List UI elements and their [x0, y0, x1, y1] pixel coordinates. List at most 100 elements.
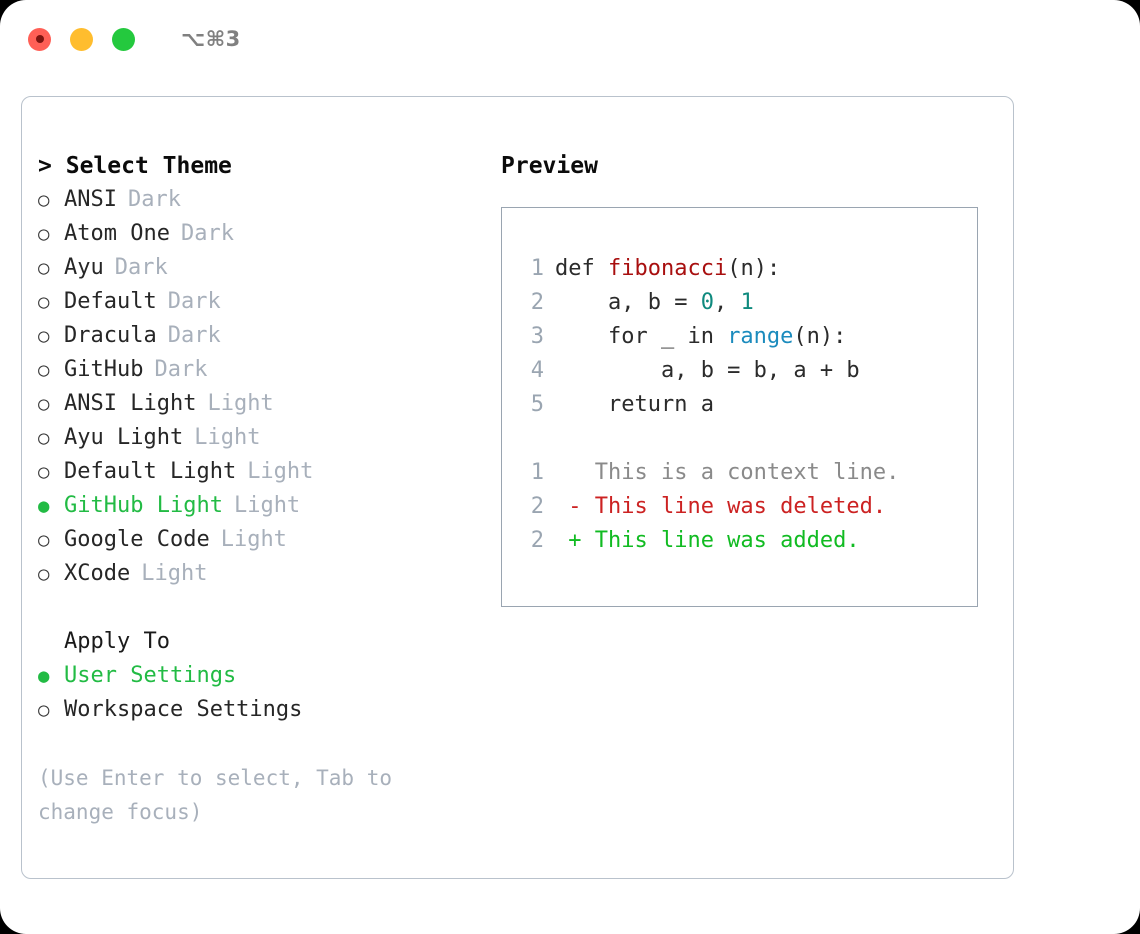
code-line-number: 5 [530, 392, 544, 417]
radio-unselected-icon: ○ [38, 257, 50, 279]
code-token: 1 [740, 290, 754, 315]
theme-option-label: GitHub Light [64, 493, 223, 518]
focus-caret-icon: > [38, 153, 52, 179]
theme-option[interactable]: ○ Default Light Light [38, 455, 478, 489]
theme-option-label: GitHub [64, 357, 144, 382]
select-theme-text: Select Theme [65, 153, 232, 179]
theme-option-label: ANSI Light [64, 391, 197, 416]
diff-line: 2 - This line was deleted. [518, 490, 977, 524]
theme-option[interactable]: ○ XCode Light [38, 557, 478, 591]
code-token: fibonacci [607, 256, 728, 281]
diff-sample: 1 This is a context line.2 - This line w… [518, 456, 977, 558]
radio-unselected-icon: ○ [38, 563, 50, 585]
diff-line-number: 2 [530, 494, 544, 519]
diff-line-text: + This line was added. [555, 528, 860, 553]
diff-line-number: 1 [530, 460, 544, 485]
theme-option[interactable]: ○ Default Dark [38, 285, 478, 319]
title-bar: ⌥⌘3 [0, 0, 1140, 78]
theme-option-label: Default Light [64, 459, 237, 484]
theme-option[interactable]: ○ Ayu Dark [38, 251, 478, 285]
theme-option-variant-tag: Dark [167, 289, 221, 314]
radio-unselected-icon: ○ [38, 393, 50, 415]
minimize-button[interactable] [70, 27, 93, 51]
theme-option-label: Ayu Light [64, 425, 184, 450]
theme-option-variant-tag: Dark [127, 187, 181, 212]
code-token: return a [555, 392, 714, 417]
code-line: 3 for _ in range(n): [518, 320, 977, 354]
theme-option-label: XCode [64, 561, 131, 586]
theme-option-variant-tag: Light [141, 561, 208, 586]
select-theme-header: > Select Theme [38, 149, 478, 183]
radio-selected-icon: ● [38, 495, 50, 517]
theme-option-variant-tag: Dark [154, 357, 208, 382]
traffic-lights [28, 27, 135, 51]
code-line-number: 4 [530, 358, 544, 383]
code-diff-separator [518, 422, 977, 456]
radio-unselected-icon: ○ [38, 223, 50, 245]
code-token: (n): [793, 324, 847, 349]
theme-option-label: Atom One [64, 221, 170, 246]
theme-option-variant-tag: Light [233, 493, 301, 518]
theme-option-label: Ayu [64, 255, 104, 280]
code-token: , [713, 290, 741, 315]
code-line: 5 return a [518, 388, 977, 422]
theme-option-variant-tag: Light [194, 425, 261, 450]
theme-option[interactable]: ○ Ayu Light Light [38, 421, 478, 455]
code-token: 0 [700, 290, 714, 315]
code-token: range [727, 324, 794, 349]
theme-option[interactable]: ● GitHub Light Light [38, 489, 478, 523]
code-token: a, b = [555, 290, 701, 315]
section-spacer [38, 591, 478, 625]
maximize-button[interactable] [112, 27, 135, 51]
apply-to-list: ● User Settings ○ Workspace Settings [38, 659, 478, 727]
keyboard-hint: (Use Enter to select, Tab to change focu… [38, 766, 405, 824]
radio-unselected-icon: ○ [38, 291, 50, 313]
diff-line-number: 2 [530, 528, 544, 553]
theme-option-variant-tag: Light [207, 391, 274, 416]
apply-to-label: Apply To [64, 629, 170, 654]
apply-to-option-label: User Settings [64, 663, 237, 688]
code-line: 4 a, b = b, a + b [518, 354, 977, 388]
code-token: for _ in [555, 324, 728, 349]
radio-unselected-icon: ○ [38, 529, 50, 551]
diff-line: 2 + This line was added. [518, 524, 977, 558]
code-line: 2 a, b = 0, 1 [518, 286, 977, 320]
apply-to-option[interactable]: ○ Workspace Settings [38, 693, 478, 727]
theme-option-label: Default [64, 289, 157, 314]
code-token: a, b = b, a + b [555, 358, 860, 383]
radio-unselected-icon: ○ [38, 699, 50, 721]
code-token: (n): [727, 256, 781, 281]
apply-to-option-label: Workspace Settings [64, 697, 303, 722]
diff-line-text: - This line was deleted. [555, 494, 887, 519]
diff-line: 1 This is a context line. [518, 456, 977, 490]
radio-unselected-icon: ○ [38, 427, 50, 449]
theme-option[interactable]: ○ ANSI Light Light [38, 387, 478, 421]
radio-unselected-icon: ○ [38, 461, 50, 483]
apply-to-header: ○Apply To [38, 625, 478, 659]
select-theme-title [52, 153, 66, 179]
code-token: def [555, 256, 608, 281]
theme-option-label: ANSI [64, 187, 117, 212]
theme-option-label: Google Code [64, 527, 210, 552]
theme-option[interactable]: ○ Google Code Light [38, 523, 478, 557]
theme-option-variant-tag: Light [220, 527, 287, 552]
apply-to-marker-placeholder: ○ [38, 625, 64, 659]
radio-unselected-icon: ○ [38, 325, 50, 347]
theme-option-variant-tag: Dark [114, 255, 168, 280]
radio-selected-icon: ● [38, 665, 50, 687]
theme-option-variant-tag: Light [247, 459, 314, 484]
close-button[interactable] [28, 27, 51, 51]
theme-option-label: Dracula [64, 323, 157, 348]
apply-to-option[interactable]: ● User Settings [38, 659, 478, 693]
